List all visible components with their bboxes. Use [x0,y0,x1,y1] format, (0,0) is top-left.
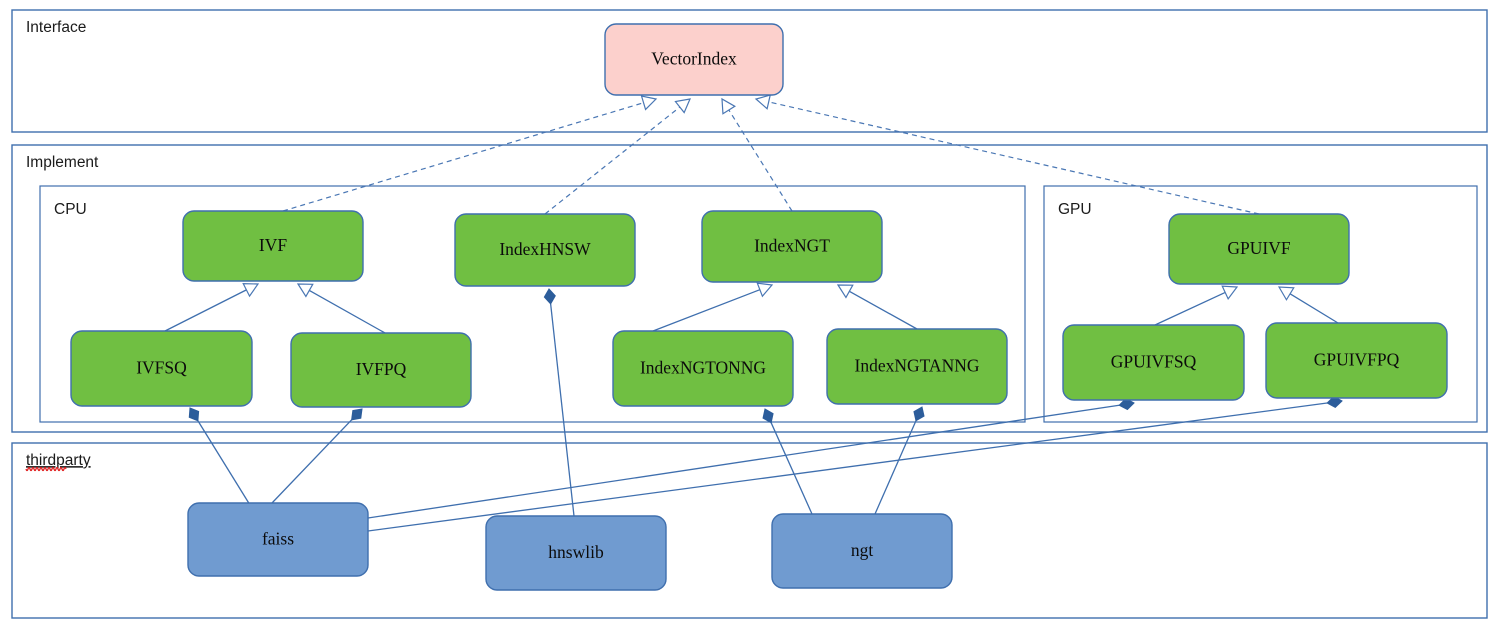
edge-line [549,303,575,517]
edge-inheritance-gpuivfsq-to-gpuivf [1154,285,1239,326]
panel-label-implement: Implement [26,154,99,171]
node-label-ivfpq: IVFPQ [356,359,407,379]
node-ngt[interactable]: ngt [771,513,953,589]
node-label-indexngtanng: IndexNGTANNG [855,356,980,376]
edge-inheritance-indexngtonng-to-indexngt [652,282,774,332]
edge-line [874,420,917,515]
node-label-indexngtonng: IndexNGTONNG [640,358,766,378]
node-box-vectorindex[interactable] [604,23,784,96]
node-ivf[interactable]: IVF [182,210,364,282]
edge-line [164,289,247,332]
composition-diamond-icon [351,408,363,421]
node-indexngtonng[interactable]: IndexNGTONNG [612,330,794,407]
edge-line [271,419,353,504]
edge-realization-gpuivf-to-vectorindex [754,94,1260,215]
panel-label-interface: Interface [26,19,86,36]
subpanel-label-gpu: GPU [1058,201,1092,218]
composition-diamond-icon [762,408,774,424]
node-label-indexhnsw: IndexHNSW [499,239,591,259]
node-vectorindex[interactable]: VectorIndex [604,23,784,96]
node-label-ivf: IVF [259,235,287,255]
node-box-indexngt[interactable] [701,210,883,283]
node-box-indexhnsw[interactable] [454,213,636,287]
realization-arrowhead-icon [721,97,737,115]
node-gpuivf[interactable]: GPUIVF [1168,213,1350,285]
edge-line [1154,291,1226,326]
node-faiss[interactable]: faiss [187,502,369,577]
realization-arrowhead-icon [640,95,658,111]
composition-diamond-icon [543,288,556,305]
node-ivfpq[interactable]: IVFPQ [290,332,472,408]
node-gpuivfpq[interactable]: GPUIVFPQ [1265,322,1448,399]
node-label-ivfsq: IVFSQ [136,358,187,378]
inheritance-arrowhead-icon [1277,286,1295,301]
node-label-gpuivf: GPUIVF [1227,238,1290,258]
spellcheck-squiggle-icon [25,466,67,472]
node-box-indexngtanng[interactable] [826,328,1008,405]
node-indexngtanng[interactable]: IndexNGTANNG [826,328,1008,405]
node-label-ngt: ngt [851,540,874,560]
node-indexhnsw[interactable]: IndexHNSW [454,213,636,287]
node-label-gpuivfsq: GPUIVFSQ [1111,352,1197,372]
node-label-gpuivfpq: GPUIVFPQ [1314,350,1400,370]
edge-inheritance-ivfsq-to-ivf [164,282,260,332]
edge-line [652,289,761,332]
edge-composition-ngt-to-indexngtonng [762,408,813,515]
inheritance-arrowhead-icon [756,282,774,298]
edge-realization-ivf-to-vectorindex [282,95,658,212]
edge-line [544,106,681,215]
node-label-vectorindex: VectorIndex [651,49,737,69]
realization-arrowhead-icon [674,98,691,114]
edge-composition-faiss-to-ivfsq [188,407,251,506]
node-indexngt[interactable]: IndexNGT [701,210,883,283]
edge-inheritance-indexngtanng-to-indexngt [836,284,918,330]
edge-line [728,109,793,212]
edge-composition-faiss-to-ivfpq [271,408,363,504]
node-box-ngt[interactable] [771,513,953,589]
edge-line [197,420,251,506]
edge-realization-indexngt-to-vectorindex [721,97,793,212]
realization-arrowhead-icon [754,94,772,110]
node-gpuivfsq[interactable]: GPUIVFSQ [1062,324,1245,401]
edge-composition-ngt-to-indexngtanng [874,406,925,515]
node-box-ivf[interactable] [182,210,364,282]
node-label-hnswlib: hnswlib [548,542,604,562]
node-box-hnswlib[interactable] [485,515,667,591]
node-ivfsq[interactable]: IVFSQ [70,330,253,407]
node-box-gpuivfsq[interactable] [1062,324,1245,401]
edge-line [1289,293,1339,324]
node-label-faiss: faiss [262,529,294,549]
edge-inheritance-gpuivfpq-to-gpuivf [1277,286,1339,324]
composition-diamond-icon [913,406,925,422]
edge-realization-indexhnsw-to-vectorindex [544,98,691,215]
edges-layer [164,94,1343,532]
node-hnswlib[interactable]: hnswlib [485,515,667,591]
inheritance-arrowhead-icon [836,284,854,299]
node-box-ivfpq[interactable] [290,332,472,408]
node-box-indexngtonng[interactable] [612,330,794,407]
edge-line [768,101,1260,215]
edge-line [367,402,1328,532]
inheritance-arrowhead-icon [296,283,314,298]
node-label-indexngt: IndexNGT [754,236,830,256]
edge-line [849,290,918,330]
node-box-gpuivfpq[interactable] [1265,322,1448,399]
node-box-ivfsq[interactable] [70,330,253,407]
edge-line [770,422,813,515]
edge-line [367,404,1120,519]
edge-composition-hnswlib-to-indexhnsw [543,288,575,517]
edge-line [309,289,386,334]
node-box-gpuivf[interactable] [1168,213,1350,285]
inheritance-arrowhead-icon [1221,285,1239,300]
panel-label-thirdparty: thirdparty [26,452,91,469]
subpanel-label-cpu: CPU [54,201,87,218]
node-box-faiss[interactable] [187,502,369,577]
inheritance-arrowhead-icon [242,282,260,298]
edge-inheritance-ivfpq-to-ivf [296,283,386,334]
composition-diamond-icon [188,407,200,422]
